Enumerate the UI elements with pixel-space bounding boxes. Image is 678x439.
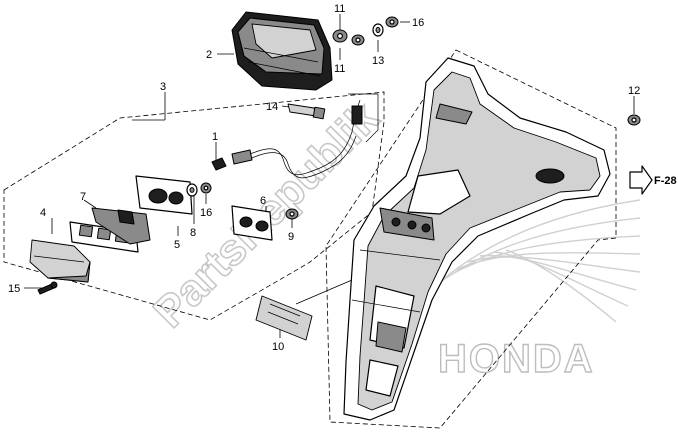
part-15-screw xyxy=(37,281,58,295)
reference-label: F-28 xyxy=(654,175,677,187)
part-1-socket-wire xyxy=(211,93,379,179)
callout-8: 8 xyxy=(190,227,196,239)
part-16-nut-top xyxy=(385,16,399,28)
part-6-plate xyxy=(231,205,273,241)
lamp-bracket xyxy=(91,207,151,245)
rear-fender xyxy=(343,57,611,421)
callout-1: 1 xyxy=(212,131,218,143)
part-12-nut xyxy=(627,114,641,126)
callout-15: 15 xyxy=(8,283,20,295)
callout-10: 10 xyxy=(272,341,284,353)
part-5-seal-plate xyxy=(135,175,193,215)
part-10-reflector xyxy=(255,295,313,341)
callout-12: 12 xyxy=(628,85,640,97)
part-2-tail-light xyxy=(231,11,333,91)
callout-13: 13 xyxy=(372,55,384,67)
part-13-washer xyxy=(372,23,384,37)
callout-11-upper: 11 xyxy=(334,3,345,15)
callout-2: 2 xyxy=(206,49,212,61)
honda-brand-text: HONDA xyxy=(438,337,595,381)
reference-arrow: F-28 xyxy=(629,165,677,195)
part-16-nut-left xyxy=(200,182,212,194)
callout-6: 6 xyxy=(260,195,266,207)
part-14-harness-connector xyxy=(287,103,326,120)
callout-16-top: 16 xyxy=(412,17,424,29)
callout-14: 14 xyxy=(266,101,278,113)
callout-5: 5 xyxy=(174,239,180,251)
part-11-nut-upper xyxy=(332,29,348,43)
fender-boundary xyxy=(325,49,617,429)
part-11-nut-lower xyxy=(351,34,365,46)
callout-4: 4 xyxy=(40,207,46,219)
part-9-nut xyxy=(285,208,299,220)
callout-16-left: 16 xyxy=(200,207,212,219)
callout-3: 3 xyxy=(160,81,166,93)
callout-9: 9 xyxy=(288,231,294,243)
part-4-lens xyxy=(29,239,91,283)
callout-11-lower: 11 xyxy=(334,63,345,75)
part-8-washer xyxy=(186,183,198,197)
callout-7: 7 xyxy=(80,191,86,203)
assembly-3-boundary xyxy=(3,91,385,321)
